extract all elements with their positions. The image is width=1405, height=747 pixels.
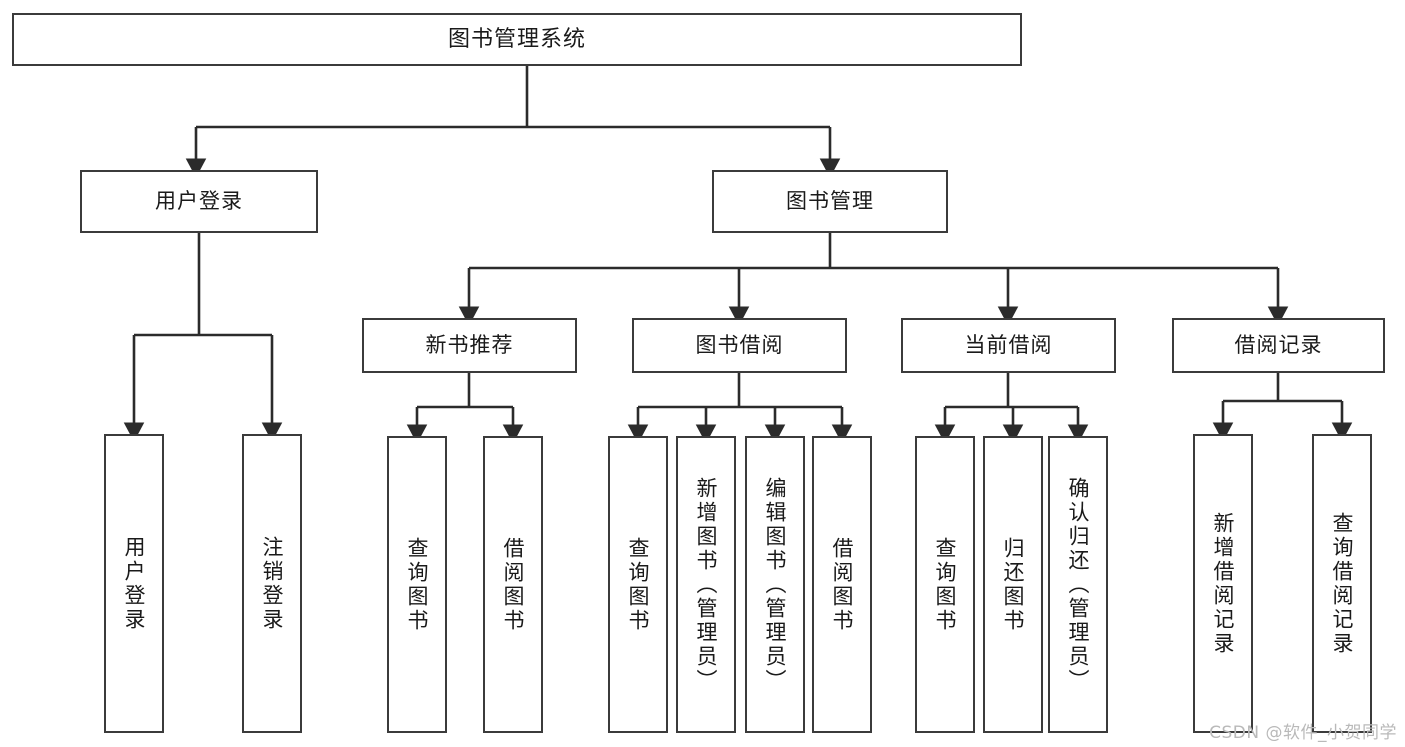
node-leaf-confirm-return-label: 确认归还（管理员） xyxy=(1066,476,1091,693)
node-leaf-borrow-book-2-label: 借阅图书 xyxy=(830,536,855,633)
node-leaf-query-record[interactable]: 查询借阅记录 xyxy=(1312,434,1372,733)
node-root[interactable]: 图书管理系统 xyxy=(12,13,1022,66)
node-borrow-record[interactable]: 借阅记录 xyxy=(1172,318,1385,373)
node-leaf-add-book[interactable]: 新增图书（管理员） xyxy=(676,436,736,733)
node-book-manage[interactable]: 图书管理 xyxy=(712,170,948,233)
node-leaf-confirm-return[interactable]: 确认归还（管理员） xyxy=(1048,436,1108,733)
node-current-borrow[interactable]: 当前借阅 xyxy=(901,318,1116,373)
node-leaf-borrow-book-2[interactable]: 借阅图书 xyxy=(812,436,872,733)
node-book-borrow[interactable]: 图书借阅 xyxy=(632,318,847,373)
node-leaf-add-record[interactable]: 新增借阅记录 xyxy=(1193,434,1253,733)
node-user-login-label: 用户登录 xyxy=(155,189,243,214)
node-leaf-query-book-2[interactable]: 查询图书 xyxy=(608,436,668,733)
node-leaf-edit-book[interactable]: 编辑图书（管理员） xyxy=(745,436,805,733)
node-book-manage-label: 图书管理 xyxy=(786,189,874,214)
node-root-label: 图书管理系统 xyxy=(447,26,586,52)
node-leaf-borrow-book-1-label: 借阅图书 xyxy=(501,536,526,633)
node-leaf-query-book-3-label: 查询图书 xyxy=(933,536,958,633)
node-leaf-query-record-label: 查询借阅记录 xyxy=(1330,511,1355,656)
node-leaf-borrow-book-1[interactable]: 借阅图书 xyxy=(483,436,543,733)
node-leaf-edit-book-label: 编辑图书（管理员） xyxy=(763,476,788,693)
node-leaf-return-book-label: 归还图书 xyxy=(1001,536,1026,633)
node-current-borrow-label: 当前借阅 xyxy=(964,333,1053,358)
node-leaf-query-book-1[interactable]: 查询图书 xyxy=(387,436,447,733)
node-leaf-query-book-3[interactable]: 查询图书 xyxy=(915,436,975,733)
node-user-login[interactable]: 用户登录 xyxy=(80,170,318,233)
node-book-borrow-label: 图书借阅 xyxy=(695,333,784,358)
node-leaf-logout[interactable]: 注销登录 xyxy=(242,434,302,733)
node-leaf-user-login-label: 用户登录 xyxy=(122,535,147,632)
node-new-book-recommend-label: 新书推荐 xyxy=(425,333,514,358)
node-leaf-user-login[interactable]: 用户登录 xyxy=(104,434,164,733)
node-leaf-return-book[interactable]: 归还图书 xyxy=(983,436,1043,733)
node-leaf-logout-label: 注销登录 xyxy=(260,535,285,632)
node-leaf-add-book-label: 新增图书（管理员） xyxy=(694,476,719,693)
node-leaf-query-book-1-label: 查询图书 xyxy=(405,536,430,633)
node-new-book-recommend[interactable]: 新书推荐 xyxy=(362,318,577,373)
node-leaf-query-book-2-label: 查询图书 xyxy=(626,536,651,633)
node-leaf-add-record-label: 新增借阅记录 xyxy=(1211,511,1236,656)
node-borrow-record-label: 借阅记录 xyxy=(1234,333,1323,358)
